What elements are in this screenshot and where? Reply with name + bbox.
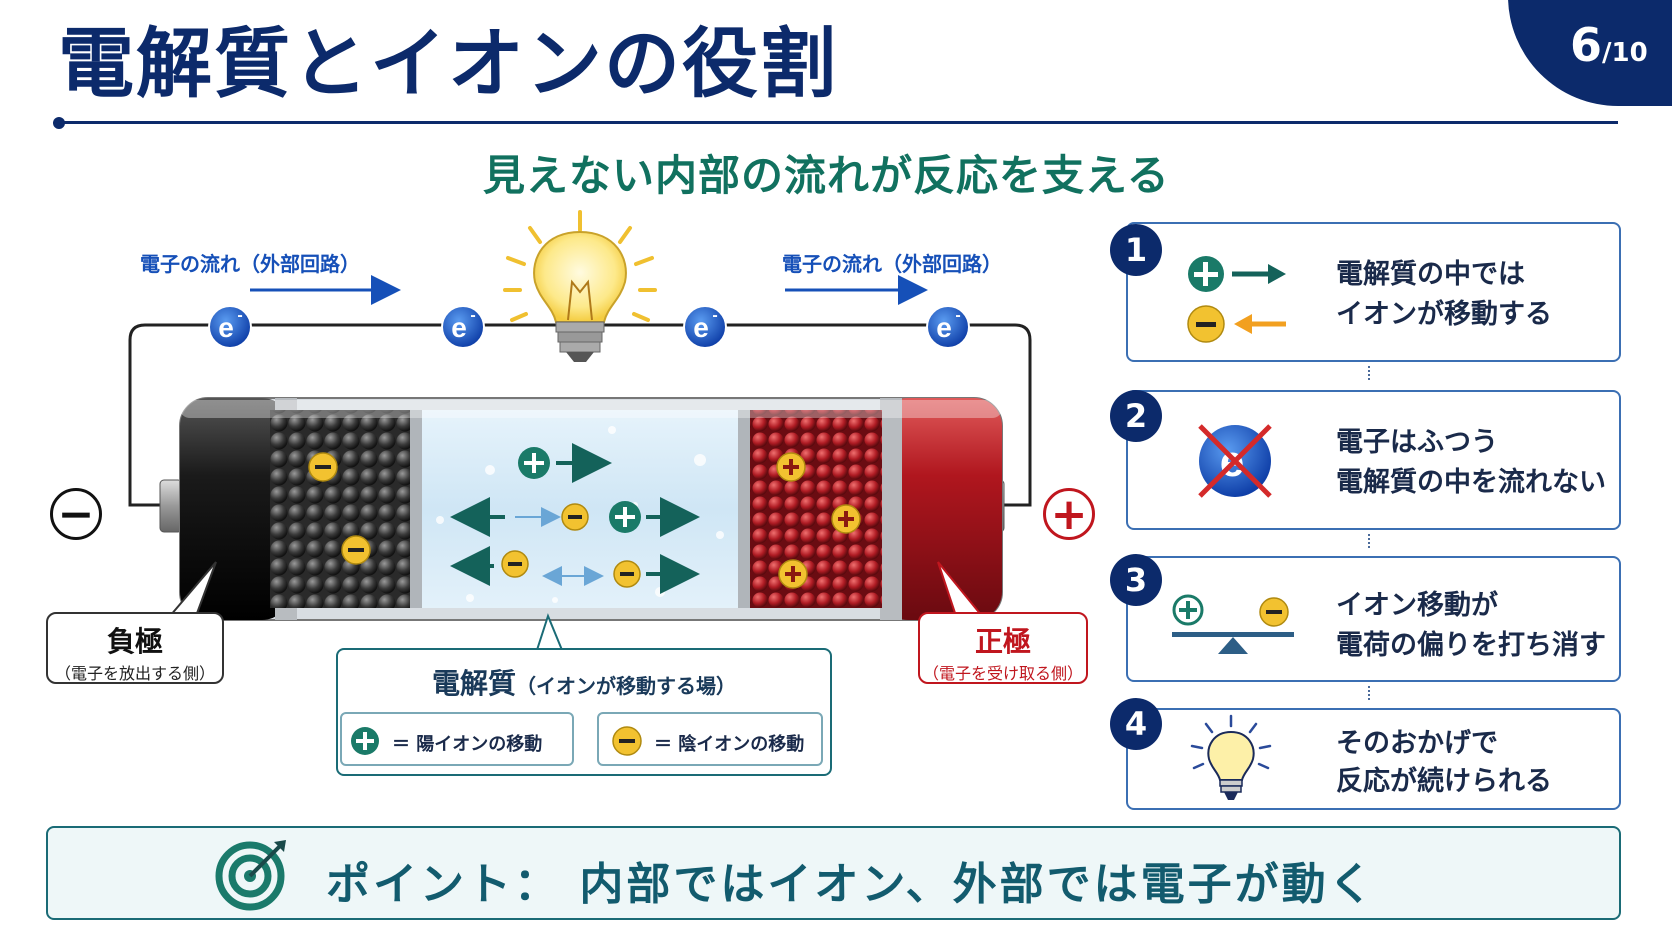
electrolyte-callout-pointer (535, 613, 564, 651)
cation-icon (609, 501, 641, 533)
ion-movement-icon (1187, 256, 1286, 343)
anode-particles (270, 410, 410, 608)
step-4-line2: 反応が続けられる (1336, 766, 1552, 797)
point-callout (46, 826, 1621, 920)
svg-text:e: e (936, 312, 952, 343)
light-bulb-icon (503, 210, 657, 362)
svg-text:-: - (955, 307, 960, 324)
negative-cap (180, 398, 290, 620)
svg-text:e: e (218, 312, 234, 343)
svg-text:e: e (451, 312, 467, 343)
negative-electrode-title: 負極 (106, 625, 163, 658)
anion-icon (612, 726, 642, 756)
step-3-number: 3 (1110, 554, 1162, 606)
svg-text:-: - (470, 307, 475, 324)
page-title: 電解質とイオンの役割 (58, 19, 838, 108)
step-connector (1368, 534, 1370, 548)
positive-electrode-title: 正極 (974, 625, 1031, 658)
light-bulb-icon (1190, 714, 1272, 800)
electron-icon: e - (683, 305, 727, 349)
anion-icon (561, 503, 589, 531)
positive-cap (880, 398, 1002, 620)
electron-blocked-icon: e (1198, 424, 1272, 498)
positive-electrode-callout: 正極 （電子を受け取る側） (918, 612, 1088, 684)
legend-anion-text: ＝ 陰イオンの移動 (654, 734, 805, 755)
step-connector (1368, 686, 1370, 700)
cation-icon (518, 447, 550, 479)
title-underline-dot (53, 117, 65, 129)
legend-cation (340, 712, 574, 766)
electron-icon: e - (926, 305, 970, 349)
step-4-number: 4 (1110, 698, 1162, 750)
cathode-particles (750, 410, 882, 608)
svg-text:-: - (237, 307, 242, 324)
step-3-line1: イオン移動が (1336, 590, 1498, 621)
cation-icon (351, 727, 379, 755)
step-2-line2: 電解質の中を流れない (1336, 467, 1606, 498)
step-3-line2: 電荷の偏りを打ち消す (1336, 630, 1606, 661)
cation-icon (776, 452, 806, 482)
negative-sign-icon: − (50, 488, 102, 540)
step-3-card (1126, 556, 1621, 682)
svg-text:-: - (712, 307, 717, 324)
step-1-line1: 電解質の中では (1336, 259, 1525, 290)
electron-icon: e - (441, 305, 485, 349)
anion-icon (613, 560, 641, 588)
balance-icon (1172, 594, 1294, 654)
page-total: /10 (1602, 38, 1648, 68)
flow-label-right: 電子の流れ（外部回路） (782, 252, 1002, 276)
step-1-line2: イオンが移動する (1336, 299, 1552, 330)
target-icon (215, 840, 286, 911)
flow-label-left: 電子の流れ（外部回路） (140, 252, 360, 276)
battery-body (179, 397, 1003, 621)
electrolyte-title: 電解質 (431, 667, 516, 700)
point-text: ポイント： 内部ではイオン、外部では電子が動く (326, 859, 1376, 910)
positive-electrode-subtitle: （電子を受け取る側） (922, 664, 1083, 683)
anion-icon (501, 550, 529, 578)
negative-electrode-subtitle: （電子を放出する側） (54, 664, 215, 683)
battery-diagram: e - e - e - e - (128, 210, 1032, 651)
anion-icon (341, 535, 371, 565)
page-current: 6 (1570, 18, 1603, 72)
cation-icon (778, 559, 808, 589)
step-2-line1: 電子はふつう (1336, 427, 1498, 458)
legend-anion (597, 712, 823, 766)
legend-cation-text: ＝ 陽イオンの移動 (392, 734, 543, 755)
anion-icon (308, 452, 338, 482)
negative-electrode-callout: 負極 （電子を放出する側） (46, 612, 224, 684)
negative-terminal (159, 479, 183, 533)
step-1-number: 1 (1110, 224, 1162, 276)
step-4-line1: そのおかげで (1336, 728, 1498, 759)
subtitle: 見えない内部の流れが反応を支える (483, 151, 1170, 200)
step-connector (1368, 366, 1370, 380)
step-2-number: 2 (1110, 390, 1162, 442)
electrolyte-subtitle: （イオンが移動する場） (516, 674, 736, 698)
cation-icon (831, 504, 861, 534)
title-underline (58, 121, 1618, 124)
electrolyte-title-row: 電解質（イオンが移動する場） (336, 662, 832, 702)
positive-sign-icon: + (1043, 488, 1095, 540)
electron-icon: e - (208, 305, 252, 349)
svg-text:e: e (693, 312, 709, 343)
page-number: 6/10 (1570, 18, 1648, 72)
